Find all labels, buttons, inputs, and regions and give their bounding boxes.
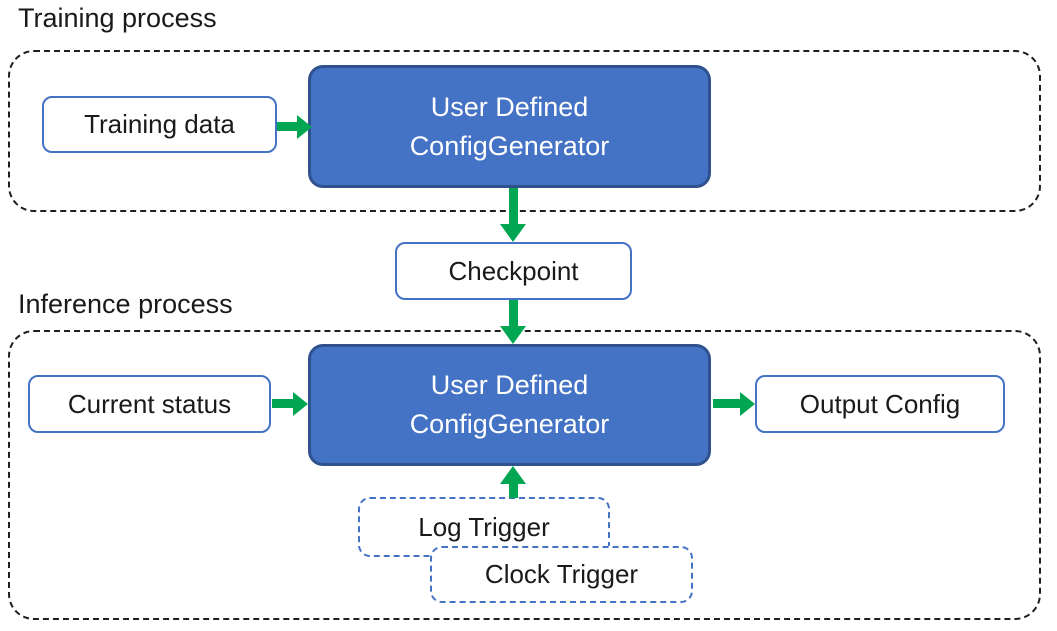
- arrow-shaft: [272, 399, 294, 408]
- training-generator-line1: User Defined: [430, 91, 589, 122]
- checkpoint-label: Checkpoint: [448, 255, 579, 286]
- output-config-label: Output Config: [799, 388, 961, 419]
- arrow-shaft: [509, 188, 518, 226]
- training-generator-line2: ConfigGenerator: [409, 130, 610, 161]
- current-status-label: Current status: [67, 388, 232, 419]
- inference-process-label: Inference process: [18, 289, 233, 319]
- arrow-head: [293, 392, 308, 416]
- output-config-box: Output Config: [755, 375, 1005, 433]
- inference-generator-line1: User Defined: [430, 370, 589, 400]
- clock-trigger-box: Clock Trigger: [430, 546, 693, 603]
- arrow-head: [500, 466, 526, 484]
- training-data-box: Training data: [42, 96, 277, 153]
- clock-trigger-label: Clock Trigger: [484, 559, 639, 589]
- training-process-label: Training process: [18, 3, 217, 33]
- arrow-shaft: [509, 300, 518, 328]
- arrow-head: [500, 224, 526, 242]
- current-status-box: Current status: [28, 375, 271, 433]
- arrow-head: [500, 326, 526, 344]
- training-generator-box: User Defined ConfigGenerator: [308, 65, 711, 188]
- inference-generator-line2: ConfigGenerator: [409, 409, 610, 439]
- inference-generator-box: User Defined ConfigGenerator: [308, 344, 711, 466]
- checkpoint-box: Checkpoint: [395, 242, 632, 300]
- arrow-head: [740, 392, 755, 416]
- arrow-shaft: [713, 399, 741, 408]
- arrow-shaft: [509, 483, 518, 498]
- log-trigger-label: Log Trigger: [418, 511, 550, 542]
- arrow-head: [297, 115, 312, 139]
- training-process-container: [8, 50, 1041, 212]
- arrow-shaft: [277, 122, 298, 131]
- training-data-label: Training data: [84, 109, 235, 139]
